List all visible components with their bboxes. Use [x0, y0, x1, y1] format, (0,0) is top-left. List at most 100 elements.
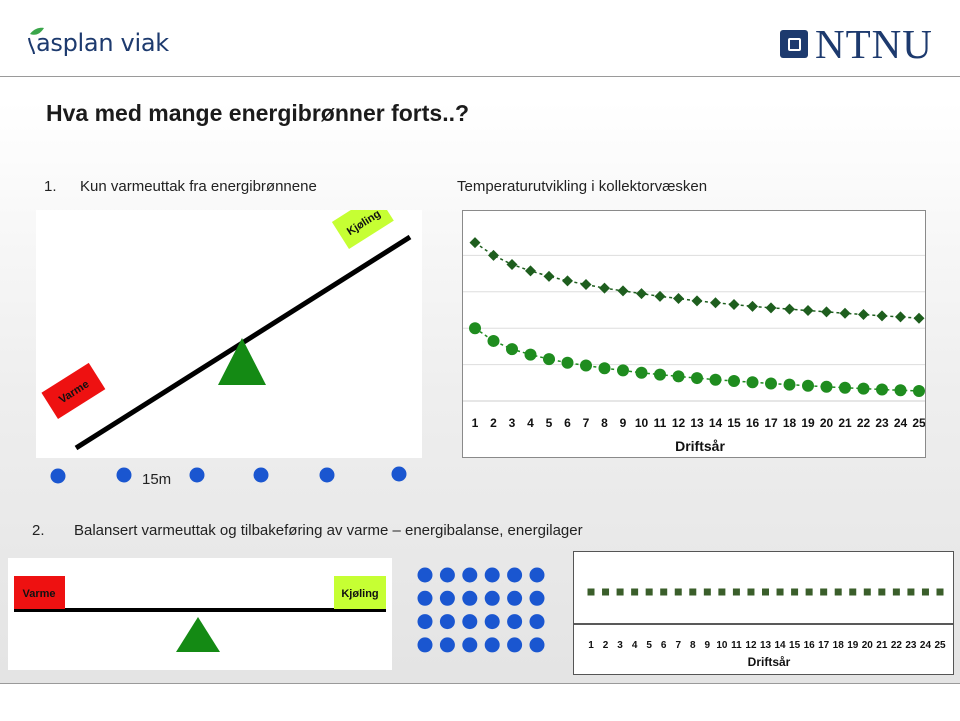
- series-1-point: [821, 306, 832, 318]
- well-dot: [50, 468, 66, 484]
- x-tick-label: 15: [727, 416, 741, 430]
- x-tick-label: 20: [820, 416, 834, 430]
- x-tick-label: 20: [862, 640, 874, 651]
- x-tick-label: 9: [620, 416, 627, 430]
- x-tick-label: 15: [789, 640, 801, 651]
- x-tick-label: 5: [646, 640, 652, 651]
- series-1-point: [469, 237, 481, 249]
- section1-number: 1.: [44, 178, 57, 195]
- series-1-line: [474, 242, 920, 319]
- x-tick-label: 13: [760, 640, 772, 651]
- well-dot: [439, 614, 455, 630]
- well-dot: [319, 467, 335, 483]
- seesaw-balanced: Varme Kjøling: [14, 576, 386, 652]
- series-2-point: [765, 377, 777, 390]
- x-tick-label: 24: [920, 640, 932, 651]
- x-tick-label: 3: [509, 416, 516, 430]
- seesaw-balanced-panel: Varme Kjøling: [8, 558, 392, 670]
- series-2-point: [524, 348, 537, 361]
- series-1-point: [616, 588, 624, 596]
- series-2-point: [561, 356, 574, 369]
- series-1-point: [673, 293, 684, 305]
- series-2-point: [617, 364, 629, 377]
- series-1-point: [525, 265, 536, 277]
- series-1-point: [936, 588, 944, 596]
- pivot-triangle: [176, 617, 220, 652]
- series-2-point: [598, 362, 611, 375]
- series-1-point: [599, 282, 610, 294]
- x-tick-label: 8: [601, 416, 608, 430]
- series-2-point: [802, 379, 814, 392]
- well-dot: [507, 590, 523, 606]
- series-1-point: [895, 311, 906, 323]
- pivot-triangle: [218, 338, 266, 385]
- section2-label: Balansert varmeuttak og tilbakeføring av…: [74, 522, 583, 539]
- series-1-point: [654, 290, 666, 302]
- header-bar: asplan viak NTNU: [0, 0, 960, 77]
- x-tick-label: 16: [804, 640, 816, 651]
- x-tick-label: 1: [472, 416, 479, 430]
- asplan-leaf-icon: [28, 27, 44, 55]
- x-tick-label: 9: [705, 640, 711, 651]
- series-1-point: [834, 588, 842, 596]
- x-tick-label: 14: [774, 640, 786, 651]
- series-1-point: [839, 307, 851, 319]
- series-1-point: [691, 295, 703, 307]
- series-1-point: [858, 309, 869, 321]
- x-tick-label: 11: [731, 640, 742, 651]
- x-tick-label: 25: [912, 416, 925, 430]
- series-1-point: [892, 588, 900, 596]
- series-1-point: [645, 588, 653, 596]
- well-dot: [484, 590, 500, 606]
- series-1-point: [617, 285, 629, 297]
- well-dot: [529, 637, 545, 653]
- series-2-point: [506, 343, 518, 356]
- well-dot: [529, 614, 545, 630]
- series-1-point: [732, 588, 740, 596]
- series-2-point: [709, 373, 722, 386]
- series-1-point: [703, 588, 711, 596]
- kjoling-block: [334, 576, 386, 609]
- kjoling-label: Kjøling: [341, 588, 378, 600]
- series-2-point: [839, 381, 851, 394]
- series-1-point: [506, 259, 518, 270]
- series-2-point: [691, 372, 703, 385]
- varme-label: Varme: [22, 588, 55, 600]
- x-tick-label: 18: [783, 416, 797, 430]
- series-1-point: [849, 588, 857, 596]
- well-dot: [439, 590, 455, 606]
- series-2-point: [820, 380, 833, 393]
- series-1-point: [562, 275, 573, 287]
- well-dot: [439, 567, 455, 583]
- x-tick-label: 17: [818, 640, 830, 651]
- varme-block: [14, 576, 65, 609]
- x-tick-label: 8: [690, 640, 696, 651]
- x-tick-label: 10: [716, 640, 728, 651]
- well-dot: [417, 567, 433, 583]
- x-tick-label: 22: [857, 416, 871, 430]
- series-2-point: [783, 378, 796, 391]
- x-tick-label: 7: [583, 416, 590, 430]
- series-2-point: [728, 374, 740, 387]
- well-dot: [507, 637, 523, 653]
- well-dot: [484, 614, 500, 630]
- x-tick-label: 2: [603, 640, 609, 651]
- x-tick-label: 6: [564, 416, 571, 430]
- x-tick-label: 16: [746, 416, 760, 430]
- spacing-label: 15m: [142, 471, 172, 488]
- x-tick-label: 10: [635, 416, 649, 430]
- series-1-point: [660, 588, 668, 596]
- x-axis-title: Driftsår: [675, 438, 725, 454]
- kjoling-block: Kjøling: [331, 193, 394, 249]
- x-tick-label: 13: [690, 416, 704, 430]
- well-dot: [253, 467, 269, 483]
- well-dot: [484, 567, 500, 583]
- series-2-point: [746, 376, 759, 389]
- well-dot: [439, 637, 455, 653]
- series-1-point: [728, 299, 740, 311]
- series-1-point: [543, 270, 555, 282]
- series-1-point: [791, 588, 799, 596]
- well-dot: [417, 614, 433, 630]
